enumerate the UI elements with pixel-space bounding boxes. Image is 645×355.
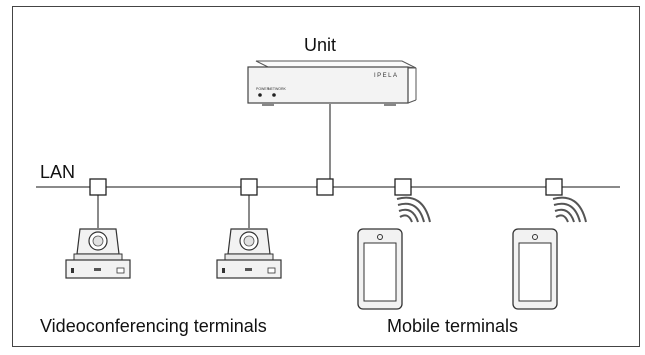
unit-power-led <box>258 93 262 97</box>
unit-power-label: POWER <box>256 87 270 91</box>
lan-node-2 <box>240 178 258 196</box>
lan-node-1 <box>89 178 107 196</box>
lan-node-3 <box>316 178 334 196</box>
lan-label: LAN <box>40 162 76 182</box>
diagram-frame <box>12 6 640 347</box>
unit-brand-text: IPELA <box>374 73 399 79</box>
unit-device-icon: IPELA POWER NETWORK <box>247 60 417 106</box>
tablet-1-icon <box>357 228 403 310</box>
lan-node-4 <box>394 178 412 196</box>
unit-network-label: NETWORK <box>268 87 287 91</box>
wifi-signal-1-icon <box>396 196 431 223</box>
wifi-signal-2-icon <box>552 196 587 223</box>
ptz-camera-1-icon <box>65 228 131 279</box>
unit-label: Unit <box>304 35 337 55</box>
lan-node-5 <box>545 178 563 196</box>
videoconferencing-terminals-label: Videoconferencing terminals <box>40 316 267 336</box>
mobile-terminals-label: Mobile terminals <box>387 316 519 336</box>
ptz-camera-2-icon <box>216 228 282 279</box>
tablet-2-icon <box>512 228 558 310</box>
unit-network-led <box>272 93 276 97</box>
